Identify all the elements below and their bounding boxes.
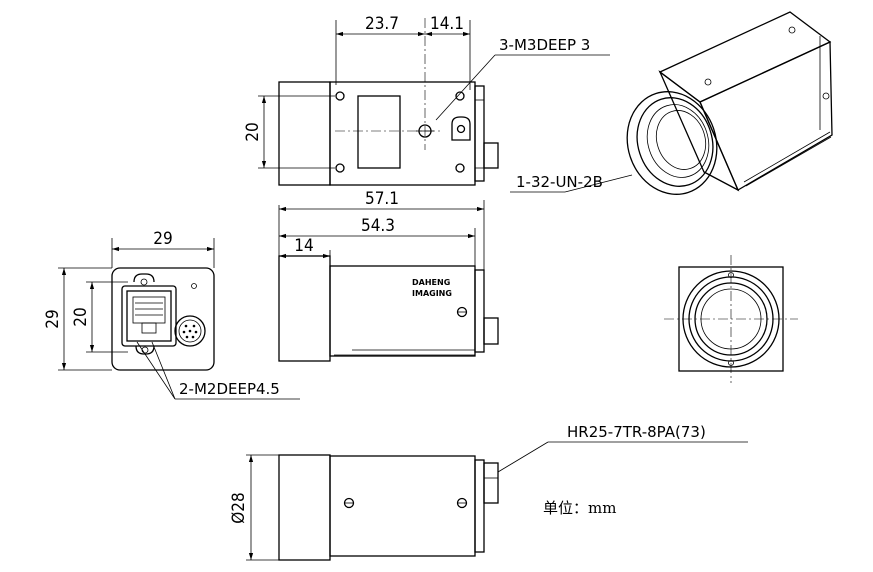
iso-lens-inner xyxy=(646,104,710,178)
top-view-connector xyxy=(483,142,499,169)
iso-lens-ring xyxy=(636,97,714,187)
dim-diameter: Ø28 xyxy=(229,492,249,524)
back-view-top-tab xyxy=(133,273,155,283)
side-view-rear-plate xyxy=(474,269,485,353)
dim-lens-length: 14 xyxy=(294,236,313,256)
top-view-screw-hole xyxy=(455,163,465,173)
iso-screw-hole xyxy=(822,92,830,100)
isometric-view: 1-32-UN-2B xyxy=(510,11,833,195)
top-view-tab xyxy=(451,116,471,141)
leader-thread-top xyxy=(435,54,496,121)
brand-logo-line2: IMAGING xyxy=(412,289,452,298)
label-lens-thread: 1-32-UN-2B xyxy=(516,173,603,191)
iso-screw-hole xyxy=(788,26,796,34)
dim-top-offset-b: 14.1 xyxy=(430,14,464,34)
unit-note: 单位：mm xyxy=(543,499,616,517)
iso-front-face xyxy=(658,69,740,192)
iso-side-face xyxy=(699,40,833,191)
top-view-label-plate xyxy=(357,95,401,169)
top-view-rear-plate xyxy=(474,85,485,182)
io-connector xyxy=(174,315,206,347)
top-view-screw-hole xyxy=(455,91,465,101)
bottom-view-screw-hole xyxy=(343,497,355,509)
leader-lens-thread xyxy=(564,174,633,193)
label-thread-top: 3-M3DEEP 3 xyxy=(499,36,590,54)
label-connector: HR25-7TR-8PA(73) xyxy=(567,423,706,441)
ethernet-port xyxy=(126,290,172,342)
bottom-view-connector xyxy=(483,462,499,504)
side-view-lens xyxy=(278,255,331,362)
dim-body-length: 54.3 xyxy=(361,216,395,236)
dim-back-height: 29 xyxy=(43,309,63,328)
side-view-connector xyxy=(483,317,499,345)
top-view-screw-hole xyxy=(335,163,345,173)
side-view: DAHENG IMAGING 57.1 54.3 14 xyxy=(278,189,499,362)
dim-top-offset-a: 23.7 xyxy=(365,14,399,34)
label-thread-back: 2-M2DEEP4.5 xyxy=(179,380,280,398)
bottom-view-screw-hole xyxy=(456,497,468,509)
dim-overall-length: 57.1 xyxy=(365,189,399,209)
front-view xyxy=(664,255,798,383)
dim-back-width: 29 xyxy=(153,229,172,249)
ethernet-port-frame xyxy=(121,285,177,347)
bottom-view: Ø28 HR25-7TR-8PA(73) 单位：mm xyxy=(229,423,748,561)
iso-top-face xyxy=(658,11,832,103)
back-view-led xyxy=(191,283,197,289)
top-view-body xyxy=(329,81,476,186)
top-view-lens xyxy=(278,81,331,186)
leader-thread-back xyxy=(136,341,176,400)
bottom-view-rear-plate xyxy=(474,459,485,553)
dim-top-height: 20 xyxy=(243,122,263,141)
bottom-view-lens xyxy=(278,454,331,561)
top-view-screw-hole xyxy=(335,91,345,101)
dim-back-inner-height: 20 xyxy=(71,307,91,326)
iso-lens-outer xyxy=(626,91,718,195)
leader-connector xyxy=(497,441,549,473)
top-view: 23.7 14.1 3-M3DEEP 3 20 xyxy=(243,14,610,186)
brand-logo-line1: DAHENG xyxy=(412,278,450,287)
side-view-body xyxy=(329,265,476,357)
ethernet-port-opening xyxy=(132,296,166,324)
iso-screw-hole xyxy=(704,78,712,86)
back-view: 29 29 20 2-M2DEEP4.5 xyxy=(43,229,300,400)
side-view-screw-hole xyxy=(456,306,468,318)
